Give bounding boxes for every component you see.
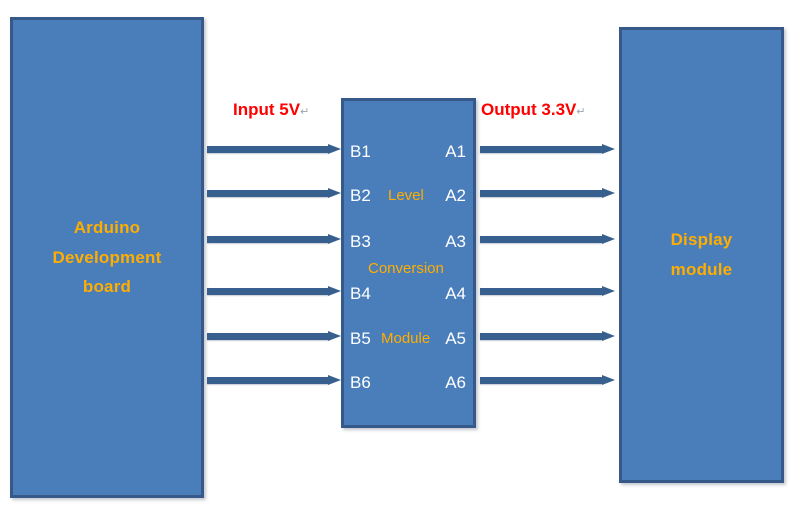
arrow-head-icon	[328, 234, 341, 244]
input-voltage-caption: Input 5V↵	[233, 100, 309, 120]
arrow-head-icon	[328, 331, 341, 341]
arrow-head-icon	[328, 144, 341, 154]
arrow-shaft	[207, 146, 328, 153]
arrow-head-icon	[602, 144, 615, 154]
arrow-head-icon	[328, 286, 341, 296]
pin-b3: B3	[350, 232, 371, 251]
arrow-shaft	[480, 288, 602, 295]
pin-b1: B1	[350, 142, 371, 161]
arrow-head-icon	[328, 375, 341, 385]
input-arrow-6	[207, 375, 341, 386]
arrow-shaft	[207, 190, 328, 197]
module-label-word-3: Module	[381, 330, 431, 347]
pin-b6: B6	[350, 373, 371, 392]
arrow-head-icon	[602, 331, 615, 341]
pin-b4: B4	[350, 284, 371, 303]
input-arrow-1	[207, 144, 341, 155]
arrow-shaft	[207, 377, 328, 384]
output-arrow-6	[480, 375, 615, 386]
paragraph-mark-icon: ↵	[576, 106, 586, 118]
pin-b2: B2	[350, 186, 371, 205]
display-block-label: Display module	[671, 225, 733, 285]
pin-a4: A4	[445, 284, 466, 303]
paragraph-mark-icon: ↵	[300, 106, 310, 118]
arduino-block-label: Arduino Development board	[53, 213, 162, 302]
output-arrow-4	[480, 286, 615, 297]
arrow-shaft	[207, 288, 328, 295]
arduino-development-board-block[interactable]: Arduino Development board	[10, 17, 204, 498]
arrow-shaft	[207, 333, 328, 340]
pin-a6: A6	[445, 373, 466, 392]
input-arrow-3	[207, 234, 341, 245]
arrow-shaft	[480, 190, 602, 197]
module-label-word-1: Level	[388, 187, 424, 204]
output-arrow-1	[480, 144, 615, 155]
arrow-head-icon	[602, 286, 615, 296]
arrow-shaft	[480, 377, 602, 384]
arrow-shaft	[207, 236, 328, 243]
input-arrow-5	[207, 331, 341, 342]
level-conversion-module-block[interactable]: B1 B2 B3 B4 B5 B6 A1 A2 A3 A4 A5 A6 Leve…	[341, 98, 476, 428]
arrow-head-icon	[602, 234, 615, 244]
arrow-shaft	[480, 333, 602, 340]
display-label-line-2: module	[670, 260, 733, 279]
arduino-label-line-1: Arduino	[73, 217, 141, 237]
display-label-line-1: Display	[670, 230, 733, 250]
display-module-block[interactable]: Display module	[619, 27, 784, 483]
output-arrow-5	[480, 331, 615, 342]
arrow-shaft	[480, 236, 602, 243]
arduino-label-line-3: board	[82, 277, 132, 297]
arrow-shaft	[480, 146, 602, 153]
input-arrow-4	[207, 286, 341, 297]
pin-a2: A2	[445, 186, 466, 205]
arrow-head-icon	[602, 375, 615, 385]
output-arrow-3	[480, 234, 615, 245]
arrow-head-icon	[602, 188, 615, 198]
arrow-head-icon	[328, 188, 341, 198]
module-label-word-2: Conversion	[368, 260, 444, 277]
input-arrow-2	[207, 188, 341, 199]
pin-b5: B5	[350, 329, 371, 348]
arduino-label-line-2: Development	[52, 247, 162, 267]
pin-a3: A3	[445, 232, 466, 251]
output-voltage-text: Output 3.3V	[481, 100, 577, 119]
pin-a1: A1	[445, 142, 466, 161]
input-voltage-text: Input 5V	[233, 100, 301, 119]
output-voltage-caption: Output 3.3V↵	[481, 100, 586, 120]
output-arrow-2	[480, 188, 615, 199]
pin-a5: A5	[445, 329, 466, 348]
